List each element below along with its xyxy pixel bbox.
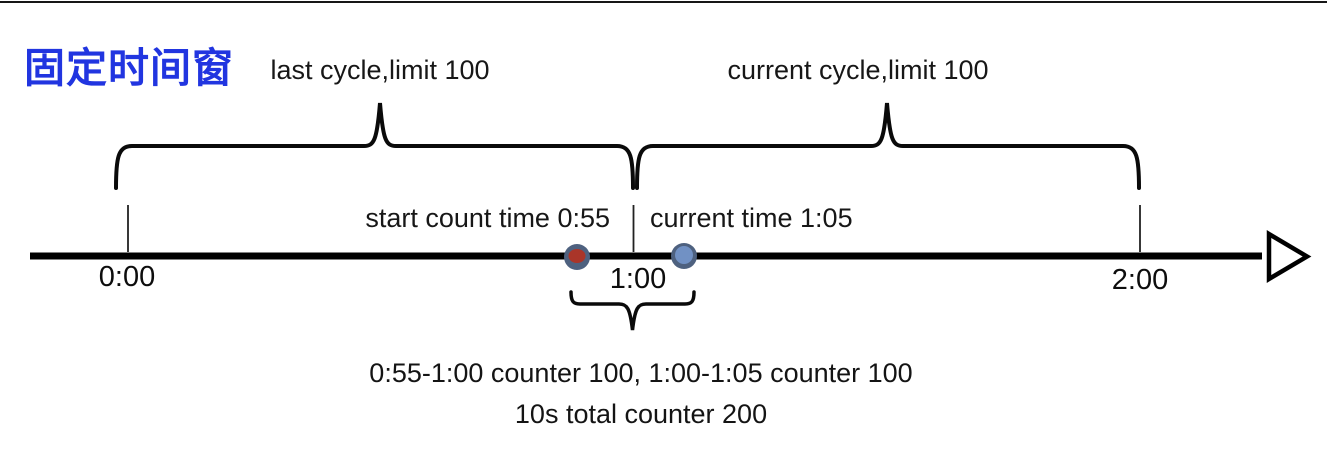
timeline-arrow-icon [1266,230,1312,283]
last-cycle-brace-shape [114,102,635,190]
current-cycle-label: current cycle,limit 100 [727,55,989,85]
current-time-marker [671,243,697,269]
tick-label-1-00: 1:00 [609,263,667,295]
counter-summary-line: 0:55-1:00 counter 100, 1:00-1:05 counter… [369,358,913,388]
current-time-label: current time 1:05 [650,203,853,233]
current-cycle-brace-shape [635,102,1141,190]
start-count-time-label: start count time 0:55 [365,203,610,233]
counter-window-brace-shape [569,290,696,331]
tick-label-0-00: 0:00 [98,261,156,293]
last-cycle-label: last cycle,limit 100 [270,55,490,85]
page-title: 固定时间窗 [24,45,234,91]
tick-label-2-00: 2:00 [1111,264,1169,296]
total-counter-line: 10s total counter 200 [514,399,768,429]
top-divider [0,1,1327,3]
start-count-marker [564,244,590,270]
